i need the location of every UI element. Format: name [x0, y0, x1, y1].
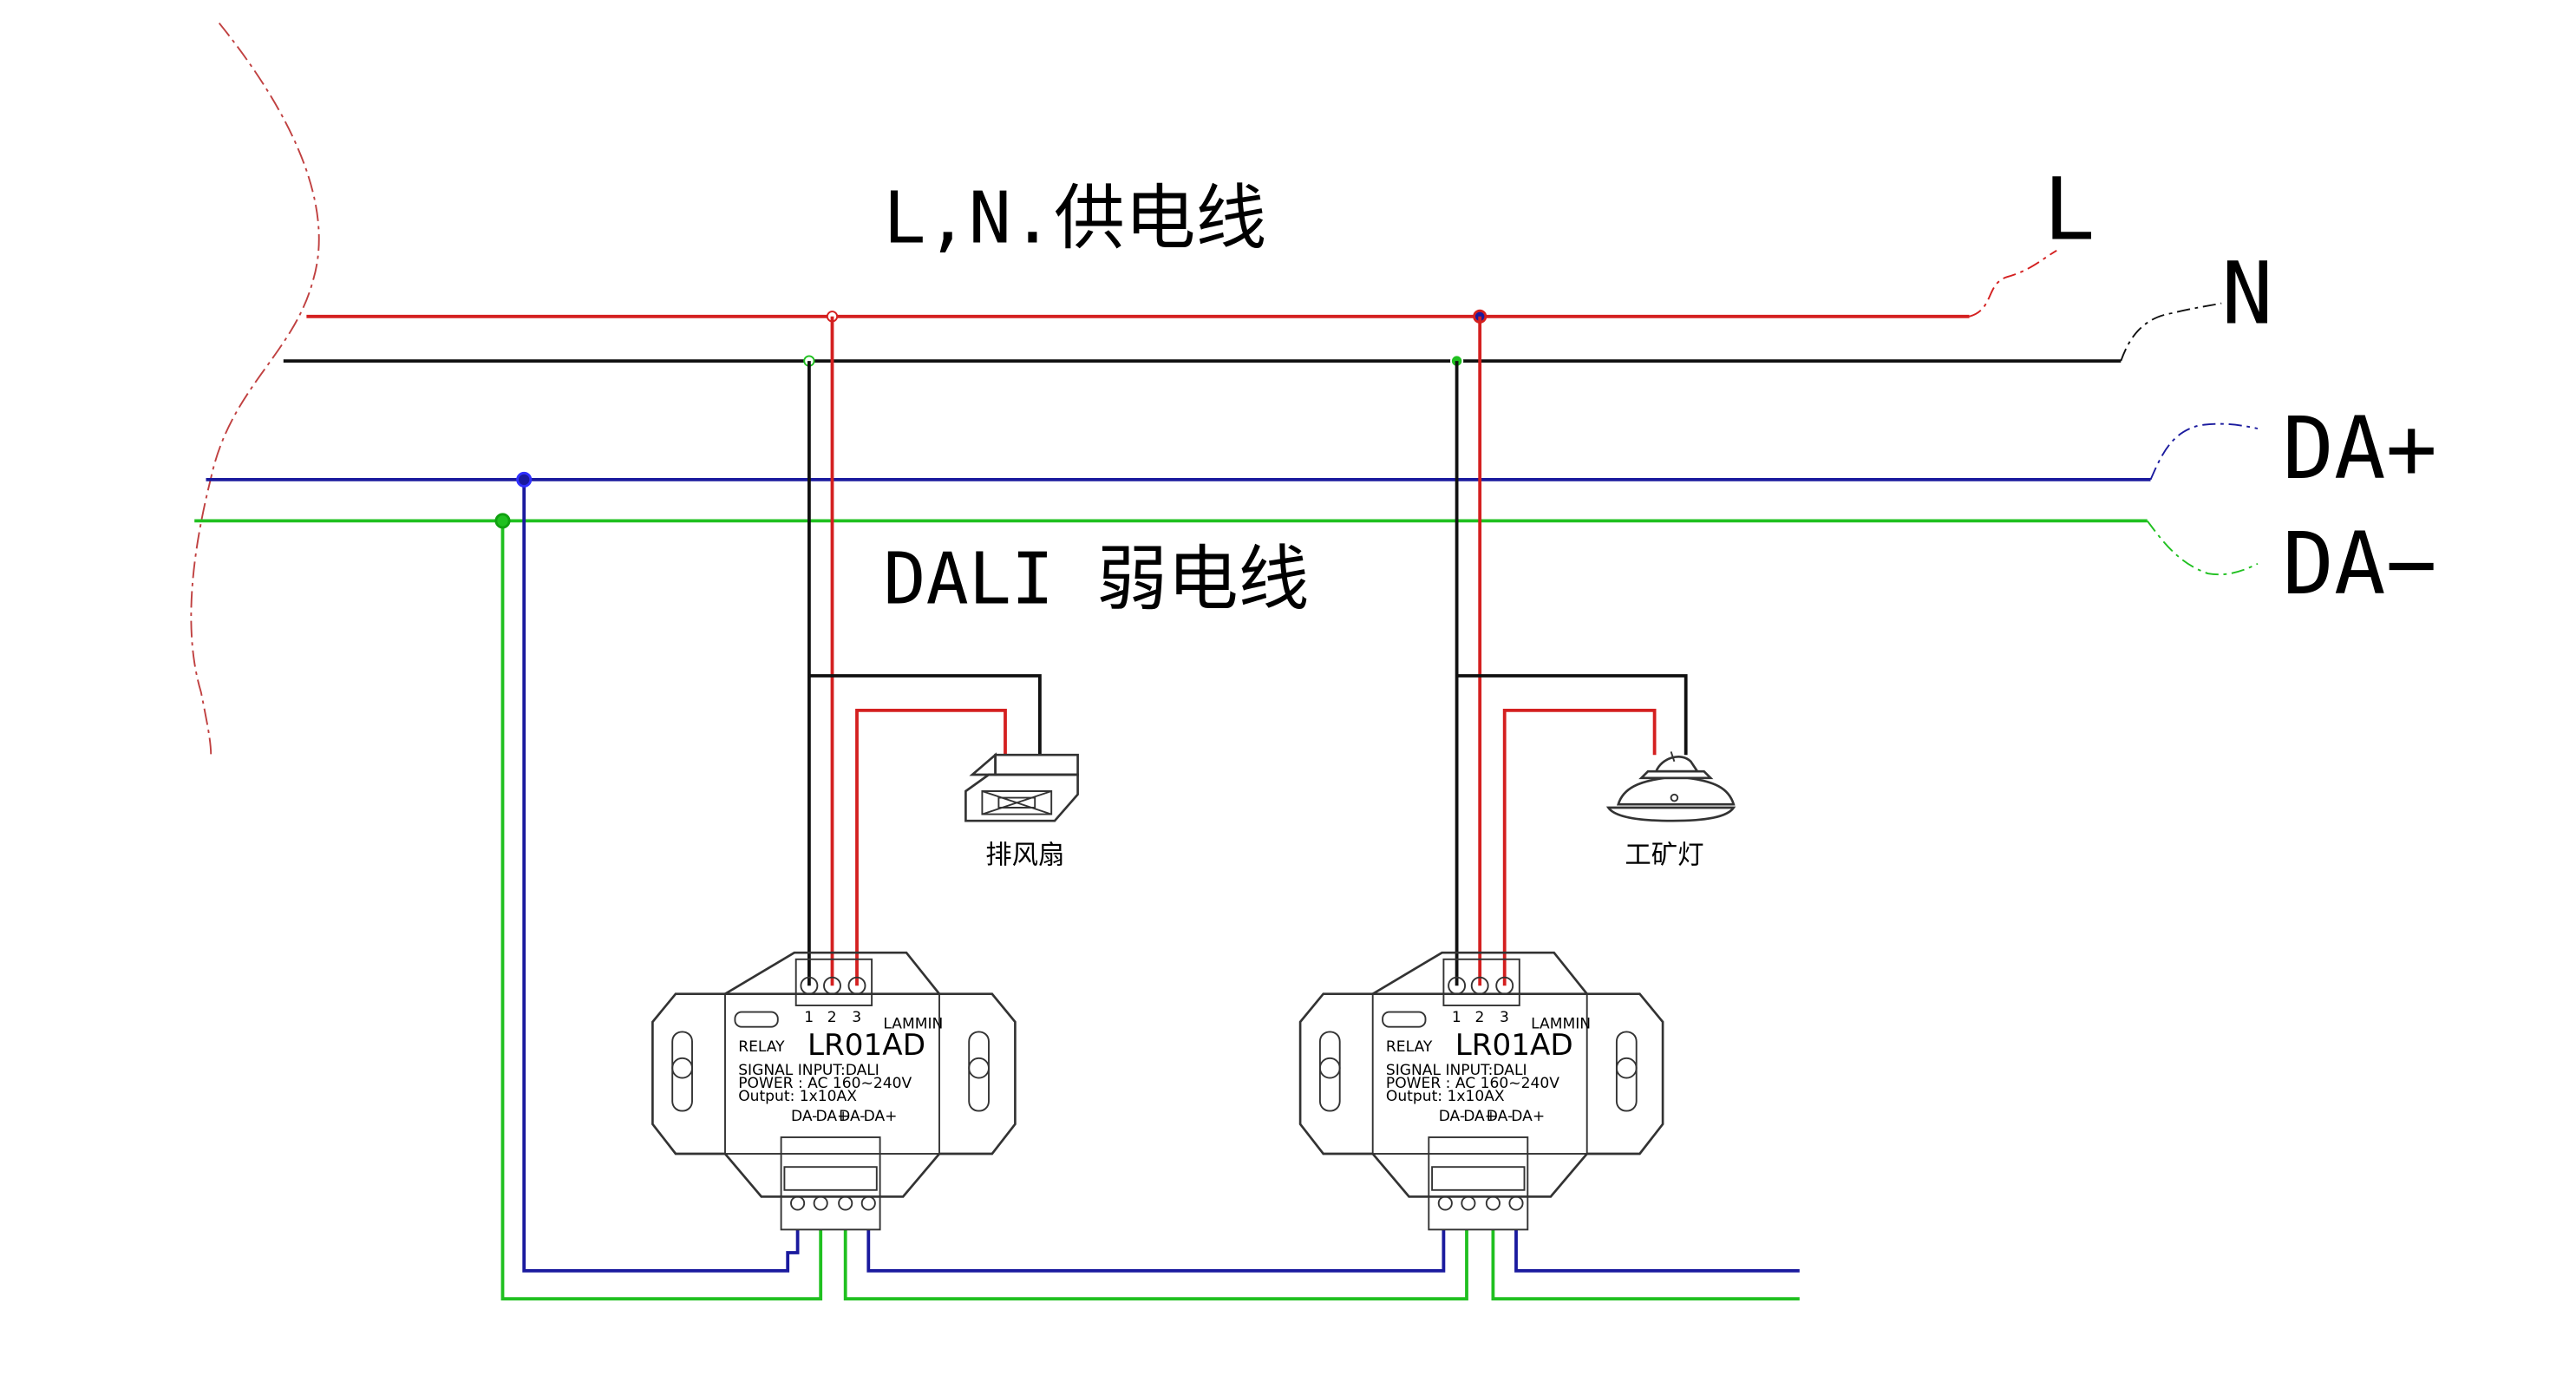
terminal-label: 3 [852, 1009, 861, 1026]
DA-minus-break-curve [2146, 520, 2259, 576]
type-label: RELAY [1386, 1038, 1433, 1056]
L-break-curve [1969, 249, 2057, 318]
highbay-light-label: 工矿灯 [1625, 841, 1703, 871]
spec-line: POWER : AC 160~240V [738, 1075, 912, 1092]
group2-power-wires [1455, 316, 1688, 986]
terminal-2-screw [823, 976, 841, 995]
DA-plus-label: DA+ [2283, 399, 2437, 499]
bottom-pin-label: DA+ [1511, 1108, 1545, 1125]
junction-dots [494, 309, 1487, 529]
dali-line-title: DALI 弱电线 [883, 538, 1309, 620]
terminal-label: 1 [1452, 1009, 1461, 1026]
terminal-3-screw [847, 976, 866, 995]
N-label: N [2221, 244, 2272, 344]
terminal-label: 3 [1500, 1009, 1509, 1026]
bottom-pin-label: DA+ [864, 1108, 898, 1125]
DA-plus-break-curve [2149, 422, 2259, 481]
terminal-1-screw [1448, 976, 1467, 995]
bottom-pin-label: DA- [1439, 1108, 1465, 1125]
logo [734, 1011, 779, 1028]
terminal-1-screw [800, 976, 819, 995]
bottom-pin-label: DA+ [1463, 1108, 1497, 1125]
model-label: LR01AD [807, 1028, 925, 1063]
group1-power-wires [807, 316, 1042, 986]
break-boundary-line [190, 23, 320, 756]
power-bus [283, 249, 2222, 363]
terminal-3-screw [1495, 976, 1514, 995]
relay-module-1: 1 2 3 LAMMIN RELAY LR01AD SIGNAL INPUT:D… [651, 951, 1017, 1231]
highbay-light-icon [1605, 751, 1736, 822]
bottom-pin-label: DA- [1487, 1108, 1513, 1125]
spec-line: SIGNAL INPUT:DALI [1386, 1062, 1527, 1079]
exhaust-fan-label: 排风扇 [985, 841, 1064, 871]
exhaust-fan-icon [964, 752, 1079, 822]
DA-minus-label: DA− [2283, 514, 2437, 614]
terminal-label: 2 [1475, 1009, 1485, 1026]
spec-line: Output: 1x10AX [738, 1088, 857, 1105]
terminal-label: 1 [804, 1009, 814, 1026]
brand-label: LAMMIN [1531, 1016, 1591, 1033]
bottom-pin-label: DA+ [816, 1108, 850, 1125]
N-break-curve [2120, 302, 2222, 362]
dali-feeder-wires [500, 479, 1800, 1301]
spec-line: SIGNAL INPUT:DALI [738, 1062, 879, 1079]
logo [1382, 1011, 1427, 1028]
relay-module-2: 1 2 3 LAMMIN RELAY LR01AD SIGNAL INPUT:D… [1298, 951, 1664, 1231]
terminal-label: 2 [827, 1009, 837, 1026]
spec-line: POWER : AC 160~240V [1386, 1075, 1559, 1092]
type-label: RELAY [738, 1038, 785, 1056]
model-label: LR01AD [1455, 1028, 1573, 1063]
L-label: L [2043, 160, 2095, 260]
bottom-pin-label: DA- [839, 1108, 865, 1125]
power-line-title: L,N.供电线 [883, 177, 1266, 259]
bottom-pin-label: DA- [791, 1108, 817, 1125]
spec-line: Output: 1x10AX [1386, 1088, 1505, 1105]
brand-label: LAMMIN [883, 1016, 943, 1033]
terminal-2-screw [1470, 976, 1489, 995]
